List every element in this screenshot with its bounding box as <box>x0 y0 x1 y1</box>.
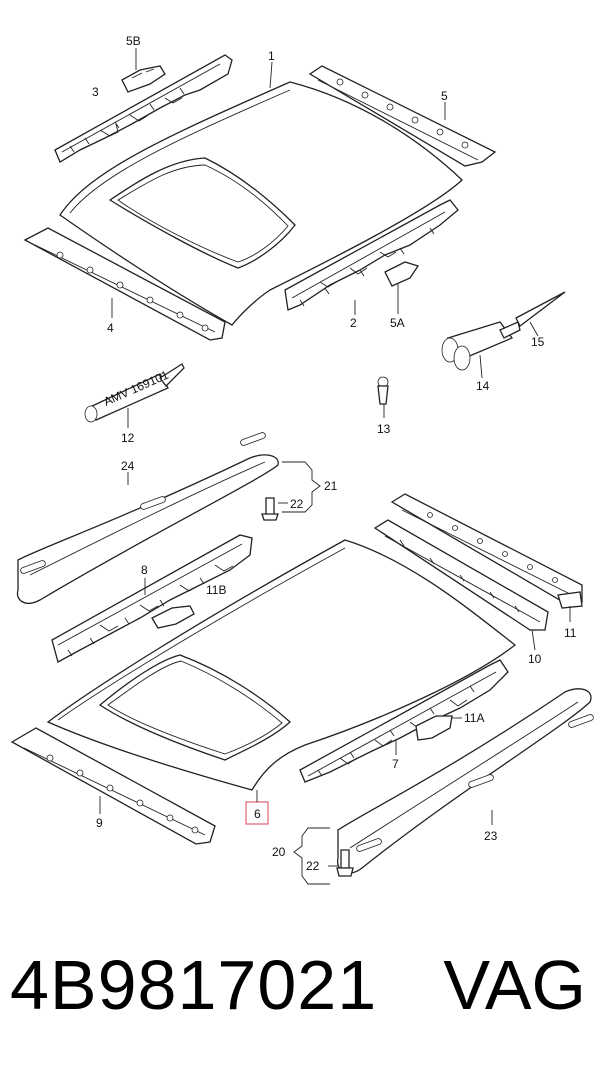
label-24: 24 <box>121 459 135 473</box>
footer: 4B9817021 VAG <box>0 930 600 1040</box>
part-5b-clip <box>121 65 166 93</box>
part-22-bolt-upper <box>261 497 279 521</box>
part-11a-clip <box>415 715 453 741</box>
part-2-roof-frame-right <box>284 199 459 311</box>
label-13: 13 <box>377 422 391 436</box>
leader-1 <box>269 61 273 89</box>
part-13-rivet <box>377 376 389 405</box>
part-6-roof-skin <box>46 539 517 791</box>
part-15-nozzle <box>515 291 566 327</box>
label-3: 3 <box>92 85 99 99</box>
part-4-front-crossmember <box>23 227 226 341</box>
part-7-roof-frame-right <box>299 659 509 783</box>
label-4: 4 <box>107 321 114 335</box>
part-3-roof-frame-left <box>54 54 233 163</box>
roof-parts-diagram: AMV 169101 <box>10 34 594 885</box>
label-10: 10 <box>528 652 542 666</box>
part-9-front-crossmember <box>10 727 216 845</box>
label-6: 6 <box>254 807 261 821</box>
part-23-rail-cover-right <box>337 688 594 874</box>
label-22b: 22 <box>306 859 320 873</box>
part-12-sealant-tube: AMV 169101 <box>84 363 185 423</box>
label-2: 2 <box>350 316 357 330</box>
label-14: 14 <box>476 379 490 393</box>
part-22-bolt-lower <box>336 849 354 877</box>
bracket-21 <box>282 461 321 513</box>
part-5a-clip <box>384 261 420 287</box>
label-8: 8 <box>141 563 148 577</box>
part-24-rail-cover-left <box>16 432 279 604</box>
label-23: 23 <box>484 829 498 843</box>
label-9: 9 <box>96 816 103 830</box>
label-5b: 5B <box>126 34 141 48</box>
label-11a: 11A <box>464 711 484 725</box>
label-5: 5 <box>441 89 448 103</box>
label-15: 15 <box>531 335 545 349</box>
label-5a: 5A <box>390 316 405 330</box>
part-8-roof-frame-left <box>51 534 253 663</box>
part-1-roof-skin <box>59 81 463 326</box>
leader-10 <box>531 629 536 651</box>
label-11: 11 <box>564 626 577 640</box>
leader-15 <box>529 321 539 337</box>
label-22a: 22 <box>290 497 304 511</box>
part-5-rear-crossmember <box>308 65 497 167</box>
part-14-cartridge <box>441 321 521 371</box>
label-7: 7 <box>392 757 399 771</box>
part-11b-clip <box>151 605 195 629</box>
part-11-rear-crossmember <box>390 493 583 609</box>
brand-name: VAG <box>443 946 586 1024</box>
label-12: 12 <box>121 431 135 445</box>
label-21: 21 <box>324 479 338 493</box>
bracket-20 <box>293 827 330 885</box>
label-20: 20 <box>272 845 286 859</box>
part-number: 4B9817021 <box>10 946 378 1024</box>
part-10-side-rail-right <box>373 519 549 631</box>
label-11b: 11B <box>206 583 226 597</box>
label-1: 1 <box>268 49 275 63</box>
leader-14 <box>479 354 483 379</box>
